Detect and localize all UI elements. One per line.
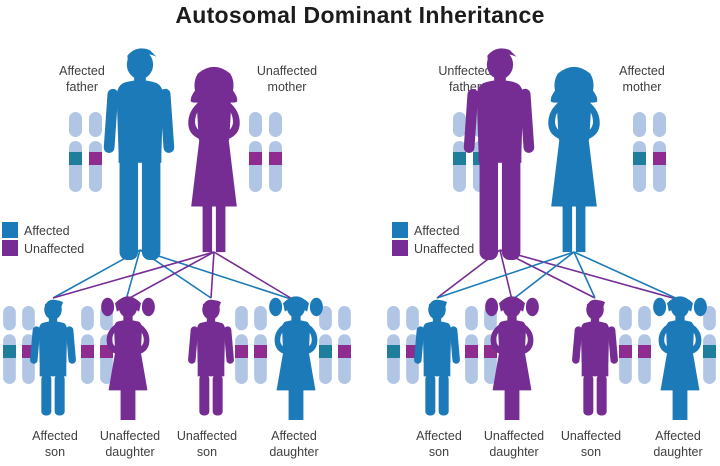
child-figure-affected-son	[413, 299, 461, 416]
legend: Affected Unaffected	[392, 222, 474, 256]
allele-band	[638, 345, 651, 358]
mother-label: Affected mother	[619, 64, 665, 95]
pedigree-scene: Affected Unaffected	[2, 48, 351, 420]
legend-unaffected-label: Unaffected	[24, 242, 84, 256]
parent-child-lines	[436, 249, 681, 301]
mother-line	[436, 251, 575, 299]
child-chromosomes-unaffected-son	[235, 306, 267, 384]
mother-line	[573, 251, 681, 301]
legend-unaffected-swatch	[392, 240, 408, 256]
allele-band	[387, 345, 400, 358]
child-label-unaffected-daughter: Unaffected daughter	[99, 429, 161, 460]
child-figure-unaffected-son	[187, 299, 235, 416]
child-chromosomes-affected-daughter	[319, 306, 351, 384]
child-figure-unaffected-son	[571, 299, 619, 416]
child-label-unaffected-son: Unaffected son	[560, 429, 622, 460]
father-label: Affected father	[59, 64, 105, 95]
pedigree-panel-affected-father: Affected father Unaffected mother	[2, 48, 351, 460]
child-label-unaffected-son: Unaffected son	[176, 429, 238, 460]
mother-chromosomes	[633, 112, 666, 192]
father-line	[499, 249, 681, 301]
child-label-unaffected-daughter: Unaffected daughter	[483, 429, 545, 460]
allele-band	[81, 345, 94, 358]
legend-affected-label: Affected	[24, 224, 70, 238]
allele-band	[69, 152, 82, 165]
allele-band	[338, 345, 351, 358]
father-chromosomes	[69, 112, 102, 192]
child-label-affected-daughter: Affected daughter	[653, 429, 703, 460]
legend-affected-swatch	[392, 222, 408, 238]
allele-band	[89, 152, 102, 165]
father-figure	[103, 48, 175, 261]
allele-band	[269, 152, 282, 165]
allele-band	[653, 152, 666, 165]
child-figure-affected-son	[29, 299, 77, 416]
allele-band	[249, 152, 262, 165]
allele-band	[453, 152, 466, 165]
mother-figure	[548, 66, 600, 253]
child-figure-affected-daughter	[269, 296, 323, 420]
child-label-affected-daughter: Affected daughter	[269, 429, 319, 460]
child-chromosomes-affected-son	[3, 306, 35, 384]
pedigree-scene: Affected Unaffected	[387, 48, 716, 420]
child-figure-affected-daughter	[653, 296, 707, 420]
legend-affected-label: Affected	[414, 224, 460, 238]
pedigree-panel-affected-mother: Unffected father Affected mother	[360, 0, 720, 466]
allele-band	[235, 345, 248, 358]
allele-band	[619, 345, 632, 358]
mother-line	[511, 251, 575, 301]
child-label-affected-son: Affected son	[32, 429, 78, 460]
child-chromosomes-affected-son	[387, 306, 419, 384]
mother-chromosomes	[249, 112, 282, 192]
allele-band	[319, 345, 332, 358]
legend-unaffected-swatch	[2, 240, 18, 256]
mother-line	[125, 251, 215, 301]
legend-unaffected-label: Unaffected	[414, 242, 474, 256]
allele-band	[703, 345, 716, 358]
allele-band	[254, 345, 267, 358]
allele-band	[633, 152, 646, 165]
mother-label: Unaffected mother	[256, 64, 318, 95]
child-chromosomes-affected-daughter	[703, 306, 716, 384]
child-label-affected-son: Affected son	[416, 429, 462, 460]
legend-affected-swatch	[2, 222, 18, 238]
mother-line	[52, 251, 215, 299]
child-chromosomes-unaffected-son	[619, 306, 651, 384]
legend: Affected Unaffected	[2, 222, 84, 256]
allele-band	[465, 345, 478, 358]
allele-band	[3, 345, 16, 358]
mother-line	[213, 251, 295, 301]
diagram-title: Autosomal Dominant Inheritance	[175, 2, 545, 28]
father-line	[139, 249, 295, 301]
mother-line	[573, 251, 596, 299]
mother-line	[210, 251, 215, 299]
parent-child-lines	[52, 249, 295, 301]
mother-figure	[188, 66, 240, 253]
